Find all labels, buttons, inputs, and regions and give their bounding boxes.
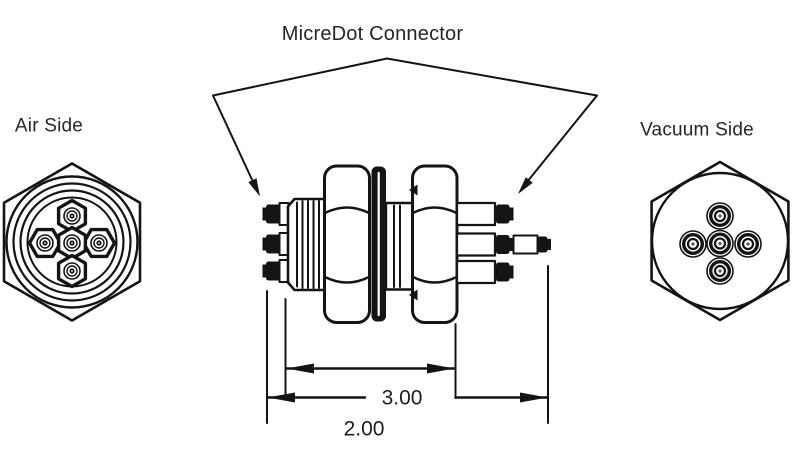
threaded-sleeve [384, 201, 414, 291]
dimension-inner-value: 2.00 [343, 417, 385, 441]
hex-nut-left [323, 164, 371, 324]
knurled-body [286, 197, 326, 292]
dimension-lines [266, 265, 549, 424]
air-side-face-view [2, 162, 142, 322]
vacuum-side-label: Vacuum Side [640, 119, 754, 141]
hex-nut-right [409, 164, 459, 324]
right-pins [455, 201, 551, 285]
callout-leader-lines [212, 57, 598, 197]
dimension-overall-value: 3.00 [381, 386, 423, 410]
left-pins [262, 204, 281, 281]
center-flange [371, 166, 386, 322]
diagram-title: MicreDot Connector [281, 22, 464, 45]
vacuum-side-face-view [650, 160, 790, 322]
air-side-label: Air Side [14, 115, 84, 137]
connector-side-view [262, 164, 551, 324]
